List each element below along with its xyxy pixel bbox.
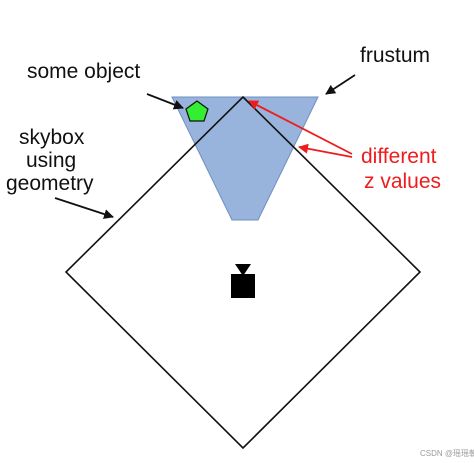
pentagon-icon: [185, 100, 209, 122]
frustum-shape: [171, 96, 319, 221]
camera-icon: [231, 264, 255, 298]
different-z-label-line2: z values: [364, 170, 442, 193]
skybox-label-line1: skybox: [19, 126, 85, 149]
skybox-label-line2: using: [26, 149, 77, 172]
some-object-label: some object: [27, 60, 141, 83]
some-object-arrow: [146, 93, 184, 110]
z-values-arrow-bottom: [298, 143, 353, 158]
frustum-label: frustum: [360, 44, 431, 67]
watermark: CSDN @瑶瑶朝: [420, 449, 474, 458]
skybox-diamond: [64, 95, 422, 450]
skybox-label-line3: geometry: [6, 172, 94, 195]
frustum-arrow: [325, 74, 356, 95]
skybox-arrow: [54, 197, 114, 219]
different-z-label-line1: different: [361, 145, 437, 168]
z-values-arrow-top: [248, 100, 353, 155]
